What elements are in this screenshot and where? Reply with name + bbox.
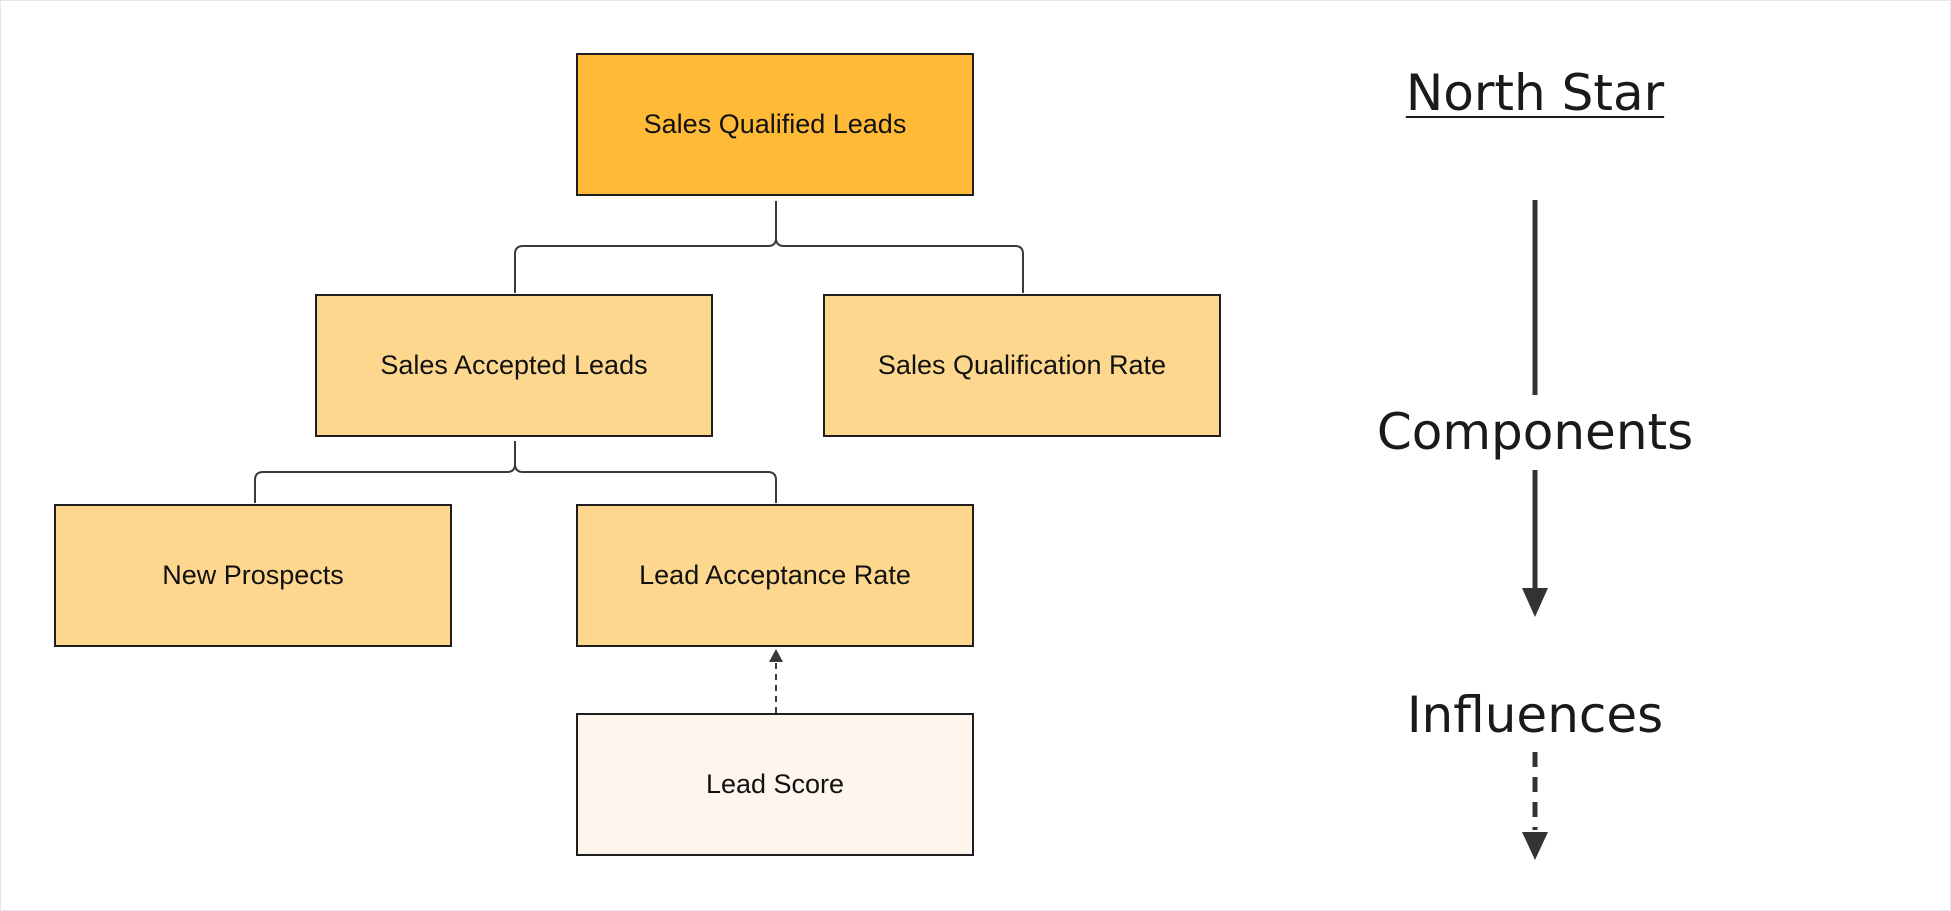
legend-north-star-label: North Star (1405, 64, 1665, 122)
connector-sales-accepted-leads-to-new-prospects (254, 441, 516, 503)
node-sales-qualified-leads: Sales Qualified Leads (576, 53, 974, 196)
connector-sales-accepted-leads-to-lead-acceptance-rate (514, 441, 777, 503)
node-label: Sales Qualified Leads (643, 109, 907, 139)
node-label: Sales Qualification Rate (877, 350, 1167, 380)
legend-components-label: Components (1376, 403, 1694, 461)
node-new-prospects: New Prospects (54, 504, 452, 647)
node-sales-qualification-rate: Sales Qualification Rate (823, 294, 1221, 437)
legend-influences-label: Influences (1406, 686, 1664, 744)
node-label: Lead Score (705, 769, 845, 799)
node-sales-accepted-leads: Sales Accepted Leads (315, 294, 713, 437)
arrowhead-lead-acceptance-rate (769, 649, 783, 662)
node-label: New Prospects (162, 560, 344, 590)
node-lead-score: Lead Score (576, 713, 974, 856)
node-label: Lead Acceptance Rate (639, 560, 911, 590)
node-lead-acceptance-rate: Lead Acceptance Rate (576, 504, 974, 647)
connector-north-star-to-sales-accepted-leads (514, 201, 777, 293)
node-label: Sales Accepted Leads (380, 350, 648, 380)
connector-north-star-to-sales-qualification-rate (775, 201, 1024, 293)
legend-dashed-arrowhead (1522, 832, 1548, 860)
legend-solid-arrowhead (1522, 588, 1548, 617)
